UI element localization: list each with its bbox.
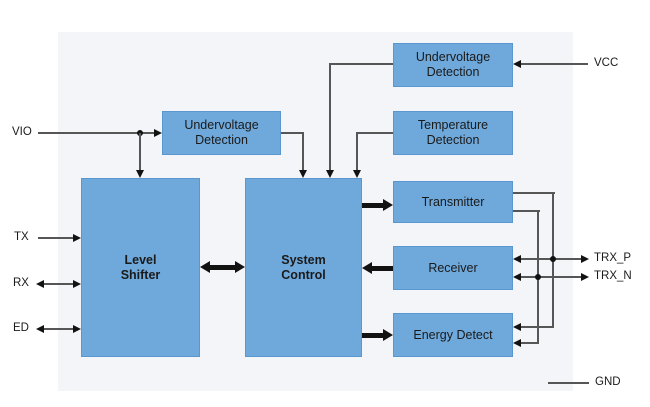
arrowhead-bus-into-system-control (235, 261, 245, 273)
pin-label-trx-p: TRX_P (594, 251, 632, 264)
arrowhead-vio-into-undervoltage (154, 129, 162, 137)
pin-label-ed: ED (13, 321, 29, 334)
arrowhead-rx-out (36, 280, 44, 288)
wire-vio-branch (139, 133, 141, 171)
wire-ed (44, 328, 73, 330)
pin-label-trx-n: TRX_N (594, 269, 632, 282)
arrowhead-trx-p-into-energy-detect (513, 323, 521, 331)
block-temperature-detection: Temperature Detection (393, 111, 513, 155)
arrowhead-ed-into-level-shifter (73, 325, 81, 333)
arrowhead-rx-into-level-shifter (73, 280, 81, 288)
wire-rx (44, 283, 73, 285)
block-label: Undervoltage (415, 50, 491, 64)
block-system-control: System Control (245, 178, 362, 357)
block-undervoltage-detection-vcc: Undervoltage Detection (393, 43, 513, 87)
block-label: Level (124, 252, 157, 267)
arrowhead-bus-receiver-into-system-control (362, 262, 372, 274)
block-label: Detection (426, 65, 480, 79)
arrowhead-bus-into-transmitter (383, 199, 393, 211)
block-label: Detection (195, 133, 248, 147)
pin-label-vcc: VCC (594, 56, 619, 69)
arrowhead-bus-into-level-shifter (200, 261, 210, 273)
wire-vio (38, 132, 154, 134)
block-label: Energy Detect (413, 327, 493, 342)
block-energy-detect: Energy Detect (393, 313, 513, 357)
block-label: Temperature (417, 118, 489, 132)
block-label: System (281, 252, 326, 267)
block-label: Undervoltage (184, 118, 259, 132)
arrowhead-trx-n-out (581, 273, 589, 281)
pin-label-tx: TX (14, 230, 29, 243)
block-label: Transmitter (421, 194, 485, 209)
arrowhead-uvd-vcc-into-system-control (326, 170, 334, 178)
block-label: Control (281, 267, 326, 282)
block-label: Shifter (120, 267, 161, 282)
wire-temperature-out (357, 132, 393, 134)
wire-uvd-vio-out (281, 132, 304, 134)
arrowhead-trx-p-into-receiver (513, 255, 521, 263)
arrowhead-bus-into-energy-detect (383, 329, 393, 341)
wire-transmitter-out-p (513, 192, 555, 194)
pin-label-vio: VIO (12, 125, 32, 138)
block-label: Detection (426, 133, 480, 147)
pin-label-gnd: GND (595, 375, 621, 388)
arrowhead-trx-n-into-receiver (513, 273, 521, 281)
arrowhead-uvd-vio-into-system-control (299, 170, 307, 178)
wire-trx-n (521, 276, 581, 278)
wire-vcc (521, 63, 588, 65)
wire-temperature-down (356, 132, 358, 171)
wire-trx-n-into-energy-detect (521, 342, 539, 344)
arrowhead-ed-out (36, 325, 44, 333)
junction-dot-trx-p (550, 256, 556, 262)
wire-uvd-vcc-out (330, 63, 393, 65)
bus-level-shifter-system-control (209, 264, 236, 270)
arrowhead-temperature-into-system-control (353, 170, 361, 178)
bus-receiver-system-control (372, 265, 393, 271)
bus-system-control-energy-detect (362, 332, 383, 338)
arrowhead-tx-into-level-shifter (73, 234, 81, 242)
arrowhead-trx-n-into-energy-detect (513, 339, 521, 347)
wire-uvd-vcc-down (329, 63, 331, 171)
wire-uvd-vio-down (302, 132, 304, 171)
block-undervoltage-detection-vio: Undervoltage Detection (162, 111, 281, 155)
block-level-shifter: Level Shifter (81, 178, 200, 357)
wire-gnd (548, 382, 589, 384)
wire-transmitter-out-n (513, 210, 540, 212)
block-label: Receiver (428, 260, 478, 275)
wire-tx (38, 237, 73, 239)
bus-system-control-transmitter (362, 202, 383, 208)
arrowhead-trx-p-out (581, 255, 589, 263)
arrowhead-vio-into-level-shifter (136, 170, 144, 178)
block-transmitter: Transmitter (393, 181, 513, 223)
pin-label-rx: RX (13, 276, 29, 289)
block-receiver: Receiver (393, 246, 513, 290)
junction-dot-trx-n (535, 274, 541, 280)
arrowhead-vcc-into-undervoltage (513, 60, 521, 68)
